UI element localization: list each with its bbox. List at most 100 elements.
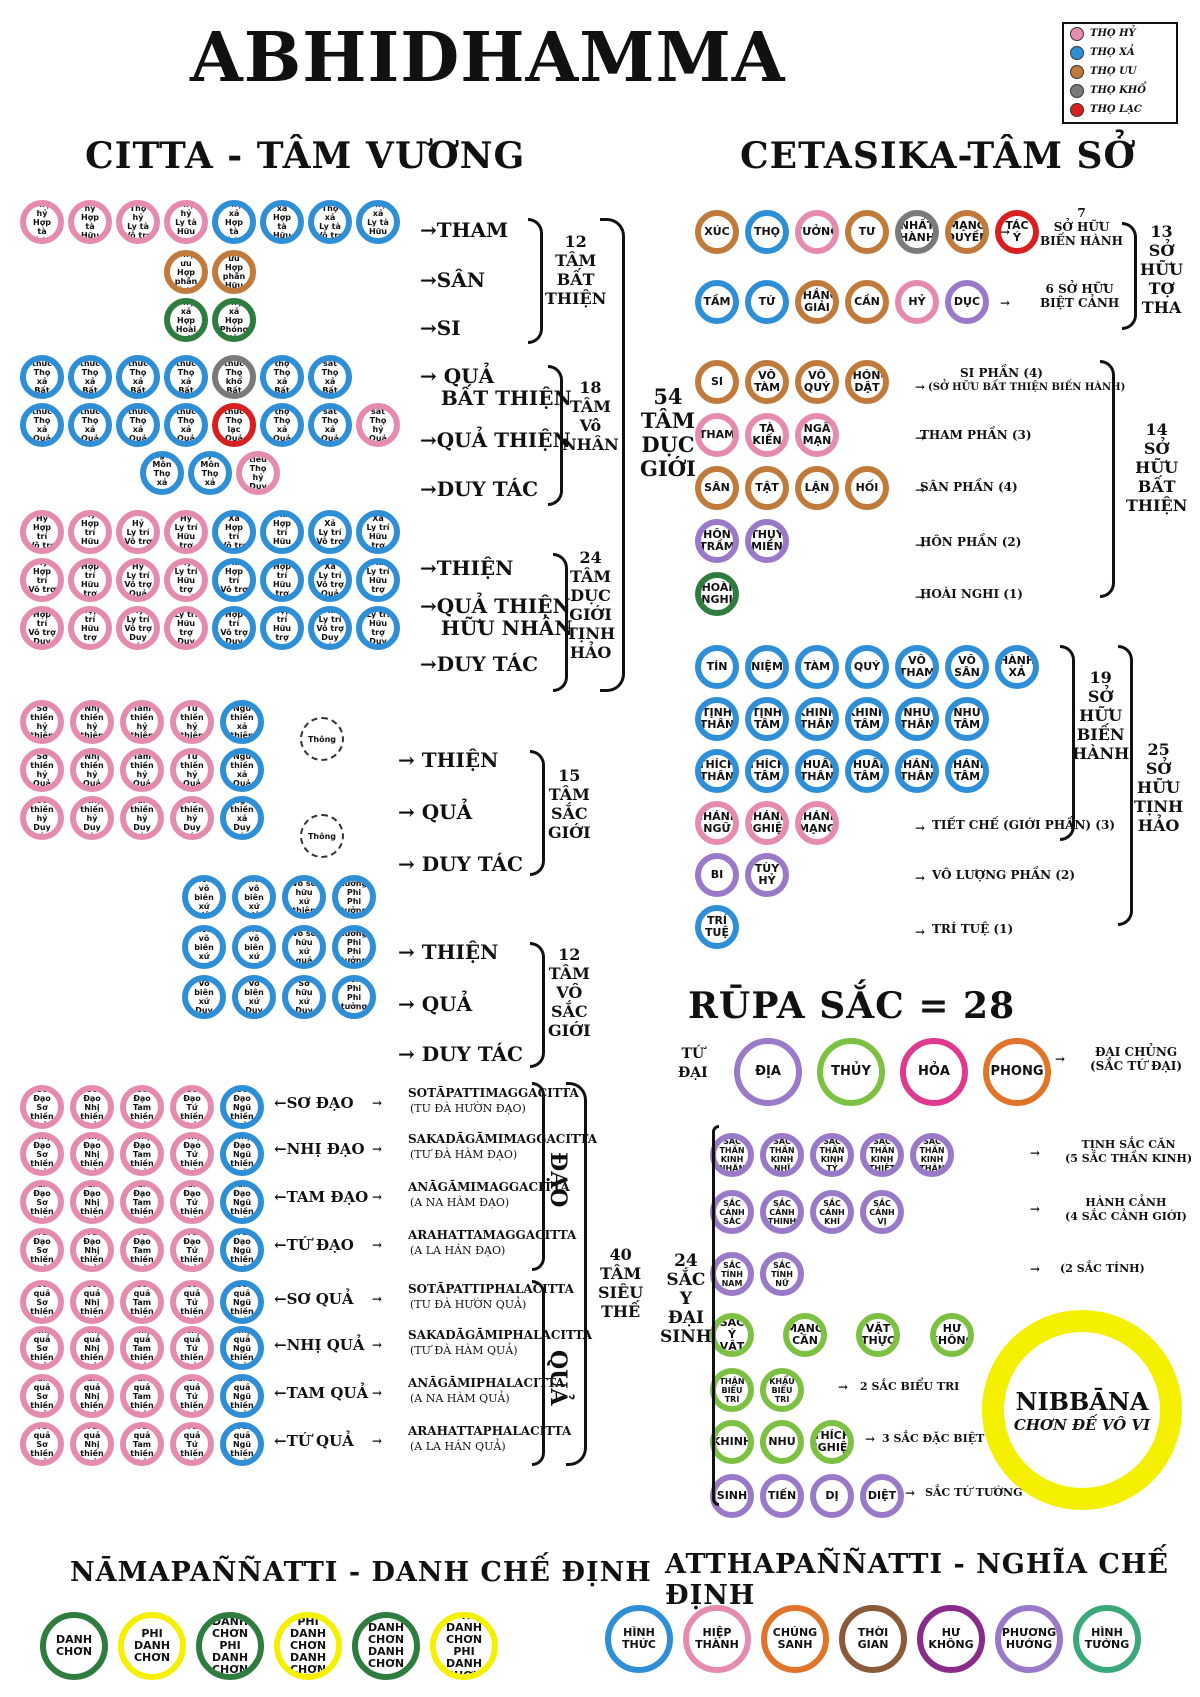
node-label: KHINH THÂN <box>796 706 838 731</box>
node-label: TẦM <box>703 295 731 308</box>
path-citta-node: Tứ quả Nhị thiền hỷ <box>70 1422 114 1466</box>
node-label: Sơ thiền hỷ Quả <box>30 752 54 788</box>
node-label: VÔ TÀM <box>753 369 781 394</box>
citta-node: Tứ thiền hỷ Duy tác <box>170 796 214 840</box>
path-citta-node: Sơ quả Ngũ thiền xả <box>220 1280 264 1324</box>
path-citta-node: Nhị Đạo Tứ thiền hỷ <box>170 1132 214 1176</box>
node-label: Ngũ thiền xả Duy tác <box>230 796 254 840</box>
node-label: Thọ xả Hợp Phóng dật <box>219 298 249 342</box>
node-label: HIỆP THÀNH <box>695 1626 739 1651</box>
citta-node: Tam thiền hỷ thiện <box>120 700 164 744</box>
node-label: NHU TÂM <box>953 706 981 731</box>
node-label: Xả Ly trí Hữu trợ Duy tác <box>366 610 390 646</box>
atthapannatti-node: HÌNH TƯỚNG <box>1073 1605 1141 1673</box>
node-label: THỜI GIAN <box>857 1626 889 1651</box>
node-label: Xả Hợp trí Hữu trợ Duy tác <box>272 606 292 650</box>
atthapannatti-node: HÌNH THỨC <box>605 1605 673 1673</box>
arrow-icon: → <box>865 1432 876 1446</box>
node-label: Hỷ Ly trí Hữu trợ <box>174 514 198 550</box>
node-label: Tam Đạo Ngũ thiền xả <box>230 1180 254 1224</box>
citta-node: Xả Ly trí Vô trợ Duy tác <box>308 606 352 650</box>
legend-dot-icon <box>1070 83 1084 98</box>
diagram-label: (TƯ ĐÀ HÀM QUẢ) <box>410 1344 518 1357</box>
citta-node: Thọ hỷ Hợp tà Hữu trợ <box>68 200 112 244</box>
tu-dai-node: HỎA <box>900 1038 968 1106</box>
node-label: Tỷ thức Thọ xả Quả thiện <box>128 407 148 443</box>
node-label: Sơ quả Tam thiền hỷ <box>130 1280 154 1324</box>
bracket-line <box>1100 360 1115 598</box>
path-citta-node: Sơ Đạo Tứ thiền hỷ <box>170 1085 214 1129</box>
cetasika-node: TRÍ TUỆ <box>695 905 739 949</box>
node-label: Phi tưởng Phi Phi tưởng quả <box>340 929 368 965</box>
node-label: SẮC Ý VẬT <box>719 1316 745 1353</box>
rupa-node: THÍCH NGHIỆP <box>810 1420 854 1464</box>
diagram-label: THAM PHẦN (3) <box>920 428 1032 442</box>
citta-node: Xả Ly trí Hữu trợ Quả <box>356 558 400 602</box>
diagram-label: → DUY TÁC <box>398 852 523 876</box>
diagram-label: 3 SẮC ĐẶC BIỆT <box>882 1432 985 1445</box>
cetasika-node: TÙY HỶ <box>745 853 789 897</box>
node-label: Nhị thiền hỷ Quả <box>80 752 104 788</box>
atthapannatti-node: THỜI GIAN <box>839 1605 907 1673</box>
node-label: Xả Hợp trí Vô trợ Duy tác <box>220 610 248 646</box>
node-label: Tứ thiền hỷ thiện <box>180 704 204 740</box>
path-citta-node: Nhị Đạo Sơ thiền hỷ <box>20 1132 64 1176</box>
citta-node: Thức vô biên xứ thiện <box>232 875 276 919</box>
cetasika-node: TẦM <box>695 280 739 324</box>
diagram-label: (TU ĐÀ HƯỜN QUẢ) <box>410 1298 527 1311</box>
citta-node: Nhị thiền hỷ Duy tác <box>70 796 114 840</box>
node-label: Tam quả Ngũ thiền xả <box>230 1374 254 1418</box>
diagram-label: ĐẠO <box>545 1152 571 1208</box>
node-label: Thọ hỷ Ly tà Vô trợ <box>124 204 152 240</box>
node-label: Ngũ thiền xả Quả <box>230 752 254 788</box>
node-label: DỊ <box>825 1489 839 1502</box>
citta-node: Tỷ thức Thọ xả Quả thiện <box>116 403 160 447</box>
citta-node: Tiếp thọ Thọ xả Quả thiện <box>260 403 304 447</box>
cetasika-node: SI <box>695 360 739 404</box>
namapannatti-node: PHI DANH CHƠN DANH CHƠN <box>274 1612 342 1680</box>
diagram-label: TRÍ TUỆ (1) <box>932 922 1014 936</box>
path-citta-node: Tứ Đạo Tứ thiền hỷ <box>170 1228 214 1272</box>
cetasika-node: THUẦN THÂN <box>795 749 839 793</box>
node-label: PHƯƠNG HƯỚNG <box>1001 1626 1057 1651</box>
path-citta-node: Tứ quả Sơ thiền hỷ <box>20 1422 64 1466</box>
rupa-node: THÂN BIỂU TRI <box>710 1368 754 1412</box>
node-label: Tứ Đạo Tam thiền hỷ <box>130 1228 154 1272</box>
legend-label: THỌ KHỔ <box>1090 85 1146 96</box>
rupa-node: HƯ KHÔNG <box>930 1313 974 1357</box>
arrow-icon: → <box>1030 1202 1041 1216</box>
arrow-icon: → <box>915 871 926 885</box>
tu-dai-node: THỦY <box>817 1038 885 1106</box>
cetasika-node: CHÁNH THÂN <box>895 749 939 793</box>
cetasika-node: THỤY MIÊN <box>745 519 789 563</box>
node-label: Tứ Đạo Ngũ thiền xả <box>230 1228 254 1272</box>
node-label: HỶ <box>908 295 926 308</box>
namapannatti-node: PHI DANH CHƠN PHI DANH CHƠN <box>430 1612 498 1680</box>
diagram-label: 24 SẮC Y ĐẠI SINH <box>660 1251 712 1347</box>
node-label: TỊNH THÂN <box>699 706 735 731</box>
node-label: Thức vô biên xứ thiện <box>242 875 266 919</box>
legend-label: THỌ ƯU <box>1090 66 1137 77</box>
node-label: TÀ KIẾN <box>752 422 782 447</box>
path-citta-node: Tứ Đạo Nhị thiền hỷ <box>70 1228 114 1272</box>
legend-dot-icon <box>1070 102 1084 117</box>
path-citta-node: Nhị Đạo Nhị thiền hỷ <box>70 1132 114 1176</box>
diagram-label: (SỞ HỮU BẤT THIỆN BIẾN HÀNH) <box>928 382 1126 393</box>
diagram-label: (TU ĐÀ HƯỜN ĐẠO) <box>410 1102 526 1115</box>
bracket-line <box>530 942 545 1068</box>
diagram-label: 54 TÂM DỤC GIỚI <box>640 384 696 481</box>
node-label: SẮC CẢNH KHÍ <box>819 1198 845 1226</box>
citta-node: Xả Hợp trí Vô trợ <box>212 510 256 554</box>
bracket-line <box>566 1082 587 1466</box>
node-label: HÔN TRẦM <box>699 528 735 553</box>
node-label: Thọ hỷ Hợp tà Vô trợ <box>28 200 56 244</box>
cetasika-node: CHÁNH MẠNG <box>795 801 839 845</box>
node-label: Sơ thiền hỷ thiện <box>30 704 54 740</box>
cetasika-node: CHÁNH NGHIỆP <box>745 801 789 845</box>
node-label: KHINH TÂM <box>846 706 888 731</box>
diagram-label: → QUẢ BẤT THIỆN <box>420 364 572 410</box>
atthapannatti-node: HIỆP THÀNH <box>683 1605 751 1673</box>
node-label: Xả Ly trí Vô trợ <box>316 518 344 546</box>
rupa-node: DỊ <box>810 1474 854 1518</box>
node-label: Tiếp thọ Thọ xả Bất thiện <box>273 359 291 395</box>
